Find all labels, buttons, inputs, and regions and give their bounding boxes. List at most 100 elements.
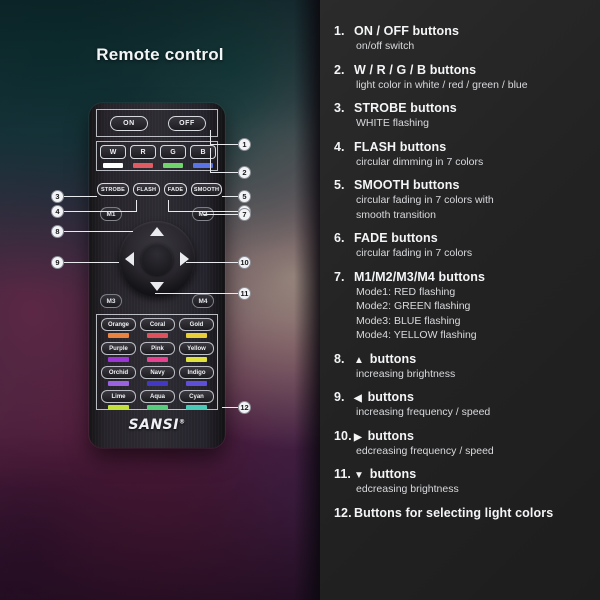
callout-4: 4 (51, 205, 64, 218)
m3-button[interactable]: M3 (100, 294, 122, 308)
power-button-group: ON OFF (96, 109, 218, 137)
smooth-button[interactable]: SMOOTH (191, 183, 222, 196)
background-edge-fade (294, 0, 320, 600)
legend-item-heading: 12.Buttons for selecting light colors (334, 506, 590, 520)
legend-item-number: 7. (334, 269, 345, 284)
color-swatch-orange (108, 333, 129, 338)
product-image-panel: Remote control ON OFF W R G B STROBE (0, 0, 320, 600)
r-color-strip (133, 163, 153, 168)
legend-item-number: 1. (334, 24, 345, 38)
color-swatch-navy (147, 381, 168, 386)
legend-item-number: 5. (334, 178, 345, 192)
right-arrow-icon[interactable] (180, 252, 189, 266)
color-swatch-indigo (186, 381, 207, 386)
dpad-center-button[interactable] (141, 243, 173, 275)
directional-pad[interactable] (119, 221, 195, 297)
color-button-pink[interactable]: Pink (140, 342, 175, 355)
color-button-aqua[interactable]: Aqua (140, 390, 175, 403)
legend-item-title: ▶ buttons (354, 428, 415, 443)
legend-item-6: 6.FADE buttons circular fading in 7 color… (334, 231, 590, 261)
legend-item-description: on/off switch (356, 40, 415, 52)
legend-item-description: circular fading in 7 colors with (356, 194, 494, 206)
legend-item-description: increasing brightness (356, 367, 456, 380)
callout-7: 7 (238, 208, 251, 221)
legend-item-number: 12. (334, 505, 352, 520)
legend-item-description: Mode4: YELLOW flashing (356, 329, 477, 341)
r-button[interactable]: R (130, 145, 156, 159)
color-button-orchid[interactable]: Orchid (101, 366, 136, 379)
legend-item-heading: 10.▶ buttons (334, 429, 590, 443)
color-channel-group: W R G B (96, 141, 218, 171)
b-color-strip (193, 163, 213, 168)
legend-item-title: W / R / G / B buttons (354, 62, 477, 77)
color-button-gold[interactable]: Gold (179, 318, 214, 331)
legend-item-5: 5. SMOOTH buttons circular fading in 7 col… (334, 178, 590, 222)
color-button-lime[interactable]: Lime (101, 390, 136, 403)
color-button-yellow[interactable]: Yellow (179, 342, 214, 355)
remote-control-device: ON OFF W R G B STROBE FLASH FADE SMOOTH … (89, 103, 225, 448)
legend-item-title: SMOOTH buttons (354, 178, 460, 192)
legend-item-number: 9. (334, 390, 345, 404)
brand-logo: SANSI® (89, 417, 225, 433)
fade-button[interactable]: FADE (164, 183, 187, 196)
legend-list: 1.ON / OFF buttons on/off switch 2.W / R /… (334, 24, 590, 520)
flash-button[interactable]: FLASH (133, 183, 160, 196)
up-arrow-icon[interactable] (150, 227, 164, 236)
off-button[interactable]: OFF (168, 116, 206, 131)
g-button[interactable]: G (160, 145, 186, 159)
legend-direction-icon: ◀ (354, 393, 368, 404)
color-button-purple[interactable]: Purple (101, 342, 136, 355)
strobe-button[interactable]: STROBE (97, 183, 129, 196)
legend-item-description: increasing frequency / speed (356, 406, 491, 418)
color-swatch-aqua (147, 405, 168, 410)
legend-item-heading: 1.ON / OFF buttons (334, 24, 590, 38)
legend-item-title: Buttons for selecting light colors (354, 505, 554, 520)
legend-item-heading: 11.▼ buttons (334, 467, 590, 481)
w-color-strip (103, 163, 123, 168)
left-arrow-icon[interactable] (125, 252, 134, 266)
callout-5: 5 (238, 190, 251, 203)
callout-10: 10 (238, 256, 251, 269)
m1-button[interactable]: M1 (100, 207, 122, 221)
w-button[interactable]: W (100, 145, 126, 159)
legend-direction-icon: ▶ (354, 431, 368, 443)
legend-direction-icon: ▲ (354, 354, 370, 366)
down-arrow-icon[interactable] (150, 282, 164, 291)
legend-item-heading: 9. ◀ buttons (334, 390, 590, 404)
legend-item-heading: 6.FADE buttons (334, 231, 590, 245)
callout-8: 8 (51, 225, 64, 238)
legend-item-title: FLASH buttons (354, 139, 447, 154)
legend-item-11: 11.▼ buttons edcreasing brightness (334, 467, 590, 497)
callout-9: 9 (51, 256, 64, 269)
legend-item-number: 8. (334, 351, 345, 366)
color-button-coral[interactable]: Coral (140, 318, 175, 331)
color-button-cyan[interactable]: Cyan (179, 390, 214, 403)
color-swatch-coral (147, 333, 168, 338)
legend-item-description: Mode3: BLUE flashing (356, 314, 461, 327)
legend-item-number: 10. (334, 428, 352, 443)
color-button-orange[interactable]: Orange (101, 318, 136, 331)
legend-panel: 1.ON / OFF buttons on/off switch 2.W / R /… (320, 0, 600, 600)
legend-item-description: circular dimming in 7 colors (356, 155, 484, 168)
legend-item-description: Mode1: RED flashing (356, 285, 456, 298)
color-button-navy[interactable]: Navy (140, 366, 175, 379)
legend-item-title: ◀ buttons (354, 390, 415, 404)
registered-mark: ® (178, 418, 186, 426)
color-button-indigo[interactable]: Indigo (179, 366, 214, 379)
color-swatch-yellow (186, 357, 207, 362)
m4-button[interactable]: M4 (192, 294, 214, 308)
legend-item-description: edcreasing frequency / speed (356, 444, 494, 457)
legend-item-description: smooth transition (356, 208, 436, 221)
callout-3: 3 (51, 190, 64, 203)
legend-item-12: 12.Buttons for selecting light colors (334, 506, 590, 520)
legend-item-description: Mode2: GREEN flashing (356, 300, 471, 312)
legend-item-description: edcreasing brightness (356, 483, 459, 495)
color-swatch-orchid (108, 381, 129, 386)
b-button[interactable]: B (190, 145, 216, 159)
legend-item-description: circular fading in 7 colors (356, 247, 473, 259)
on-button[interactable]: ON (110, 116, 148, 131)
